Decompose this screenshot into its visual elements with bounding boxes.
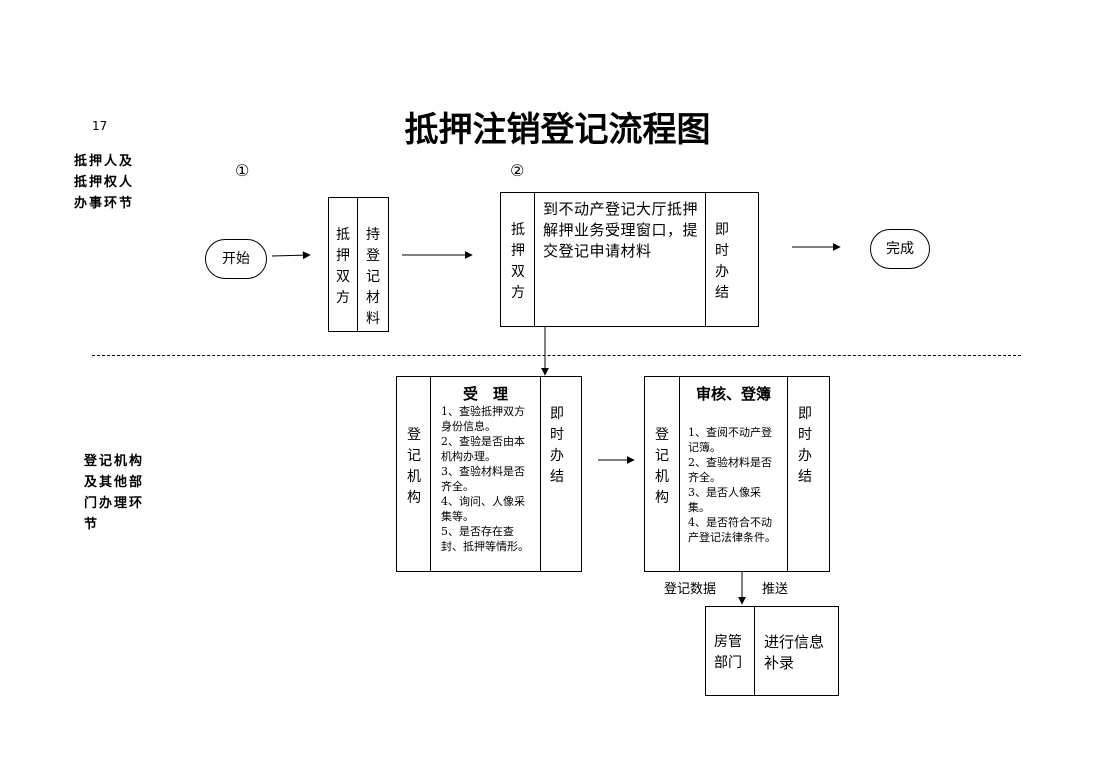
- list-item: 2、查验材料是否齐全。: [688, 456, 772, 484]
- window-box-divider-right: [705, 192, 706, 327]
- list-item: 1、查阅不动产登记簿。: [688, 426, 772, 454]
- review-box-divider-right: [787, 376, 788, 572]
- accept-box-result: 即时办结: [550, 406, 564, 485]
- window-box-text: 到不动产登记大厅抵押解押业务受理窗口，提交登记申请材料: [543, 200, 699, 260]
- list-item: 2、查验是否由本机构办理。: [441, 435, 525, 463]
- accept-box-heading: 受 理: [462, 385, 508, 403]
- list-item: 5、是否存在查封、抵押等情形。: [441, 525, 529, 553]
- lane-label-line: 门办理环: [84, 496, 145, 511]
- review-box-list: 1、查阅不动产登记簿。 2、查验材料是否齐全。 3、是否人像采集。 4、是否符合…: [688, 425, 780, 545]
- review-box: [644, 376, 830, 572]
- review-box-heading: 审核、登簿: [695, 385, 771, 403]
- lane-label-applicants: 抵押人及 抵押权人 办事环节: [74, 151, 134, 214]
- page-title: 抵押注销登记流程图: [404, 110, 711, 150]
- lane-label-line: 及其他部: [84, 475, 145, 490]
- lane-label-line: 办事环节: [74, 196, 135, 211]
- arrow-start-to-prep: [271, 251, 311, 260]
- housing-box-divider: [754, 606, 755, 696]
- accept-box-actor: 登记机构: [407, 427, 421, 506]
- lane-label-line: 登记机构: [84, 454, 145, 469]
- window-box: [500, 192, 759, 327]
- start-node: 开始: [205, 239, 267, 279]
- lane-label-agencies: 登记机构 及其他部 门办理环 节: [84, 451, 144, 535]
- push-label-push: 推送: [762, 582, 789, 597]
- window-box-actor: 抵押双方: [511, 222, 525, 301]
- accept-box: [396, 376, 582, 572]
- step-marker-1: ①: [235, 161, 250, 180]
- lane-label-line: 抵押人及: [74, 154, 135, 169]
- window-box-result: 即时办结: [715, 222, 729, 301]
- page-number: 17: [92, 119, 108, 133]
- list-item: 1、查验抵押双方身份信息。: [441, 405, 525, 433]
- prep-box-action: 持登记材料: [366, 227, 380, 327]
- push-label-data: 登记数据: [664, 582, 717, 597]
- review-box-divider-left: [679, 376, 680, 572]
- accept-box-list: 1、查验抵押双方身份信息。 2、查验是否由本机构办理。 3、查验材料是否齐全。 …: [441, 404, 534, 554]
- review-box-actor: 登记机构: [655, 427, 669, 506]
- lane-label-line: 抵押权人: [74, 175, 135, 190]
- review-box-result: 即时办结: [798, 406, 812, 485]
- list-item: 4、是否符合不动产登记法律条件。: [688, 516, 776, 544]
- lane-label-line: 节: [84, 517, 100, 532]
- list-item: 4、询问、人像采集等。: [441, 495, 525, 523]
- prep-box-actor: 抵押双方: [336, 227, 350, 306]
- window-box-divider-left: [534, 192, 535, 327]
- housing-box-text: 进行信息补录: [764, 633, 825, 672]
- accept-box-divider-right: [540, 376, 541, 572]
- housing-box: [705, 606, 839, 696]
- list-item: 3、查验材料是否齐全。: [441, 465, 525, 493]
- prep-box-divider: [357, 197, 358, 332]
- housing-box-actor: 房管部门: [714, 634, 742, 671]
- finish-node: 完成: [870, 229, 930, 269]
- step-marker-2: ②: [510, 161, 525, 180]
- accept-box-divider-left: [430, 376, 431, 572]
- list-item: 3、是否人像采集。: [688, 486, 761, 514]
- lane-separator: [92, 355, 1021, 356]
- prep-box: [328, 197, 389, 332]
